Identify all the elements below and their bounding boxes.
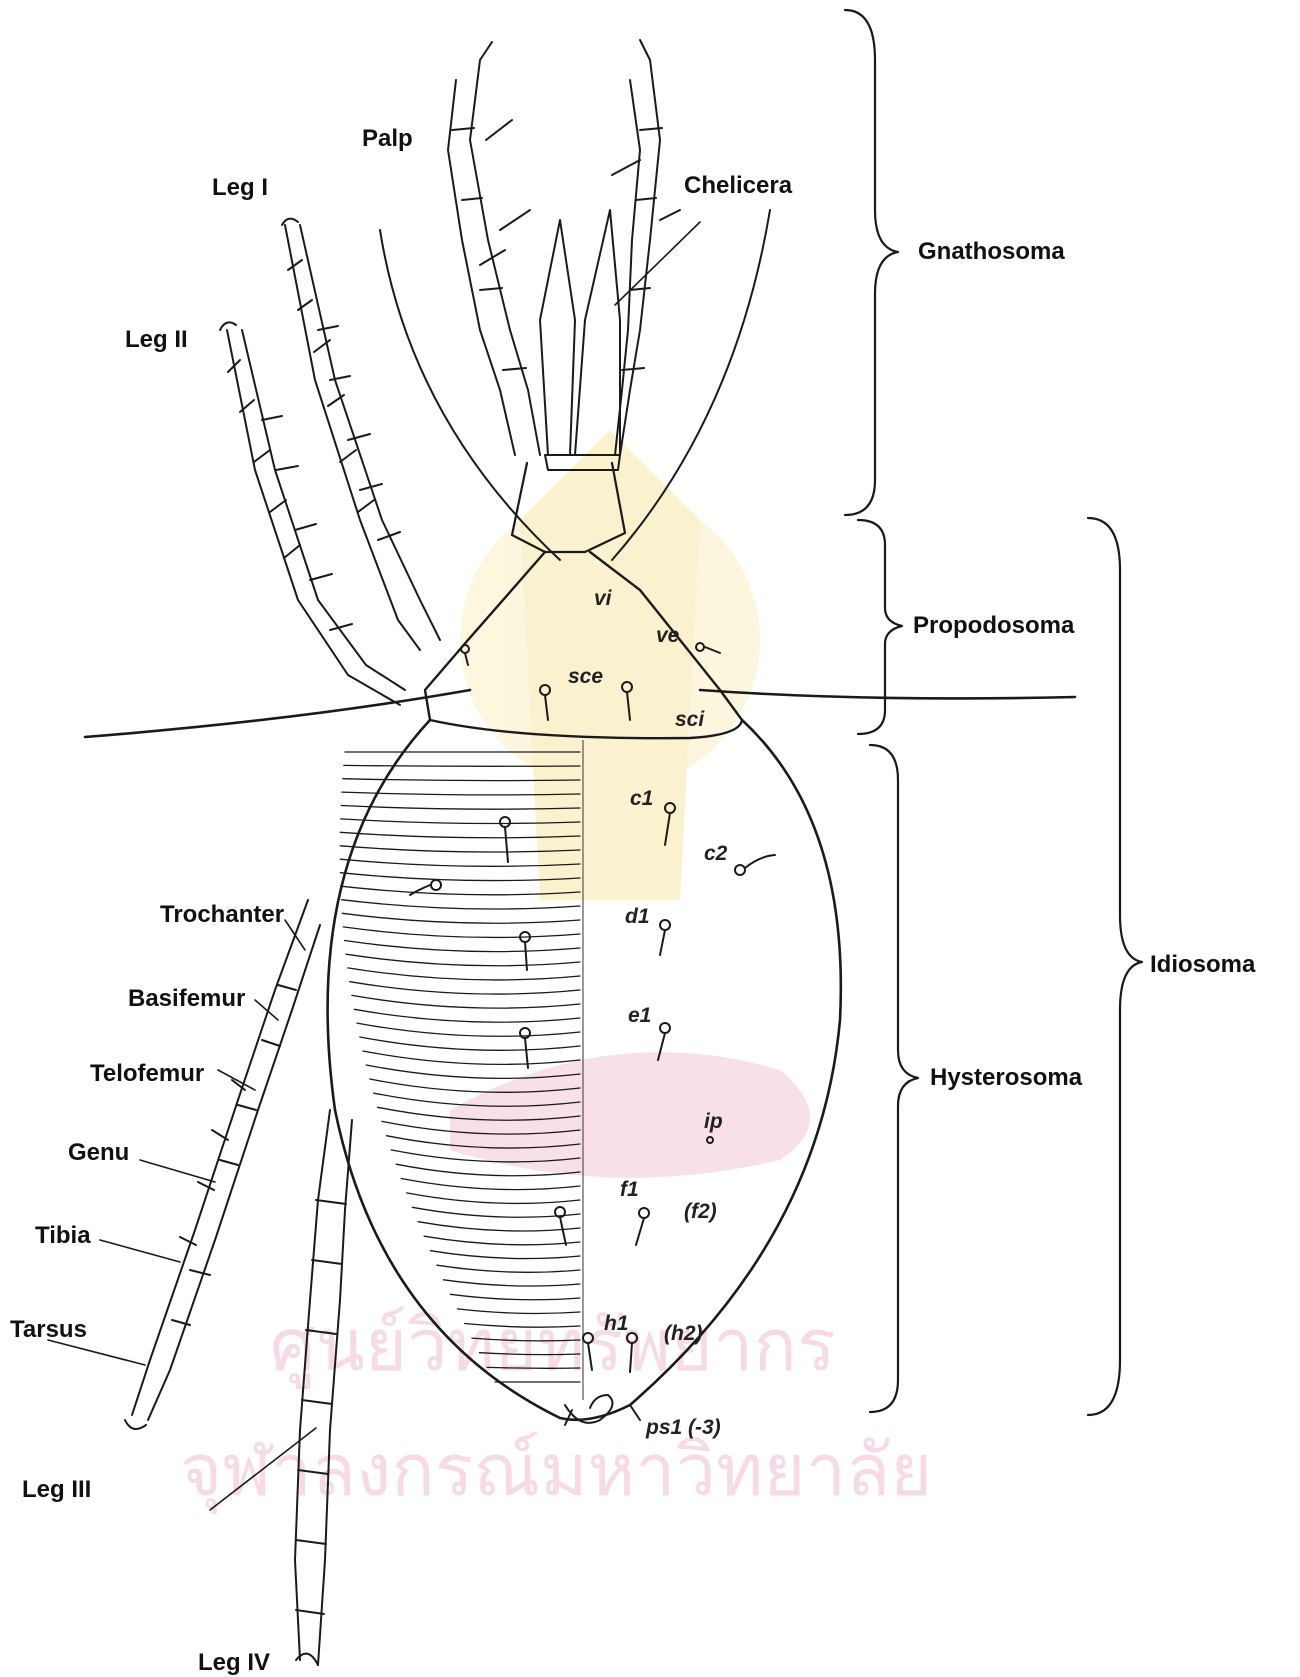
seta-ip: ip [704,1110,723,1133]
gnathosoma-brace [845,10,898,515]
watermark: ศูนย์วิทยทรัพยากร จุฬาลงกรณ์มหาวิทยาลัย [180,430,932,1514]
cuticle-stria [348,968,580,980]
cuticle-stria [444,1280,581,1286]
label-leg-ii: Leg II [125,326,188,353]
seta-sci: sci [675,708,705,731]
label-trochanter: Trochanter [160,901,284,928]
cuticle-stria [430,1251,580,1259]
seta-f2: (f2) [684,1200,717,1223]
hysterosoma-brace [870,745,918,1412]
label-palp: Palp [362,125,413,152]
cuticle-stria [407,1193,580,1204]
cuticle-stria [437,1265,580,1272]
cuticle-stria [424,1236,580,1245]
cuticle-stria [350,982,580,994]
label-gnathosoma: Gnathosoma [918,238,1065,265]
seta-f1: f1 [620,1178,639,1201]
seta-sce: sce [568,665,603,688]
palp-left [448,42,540,455]
leg-i [282,219,440,650]
seta-ve: ve [656,624,680,647]
cuticle-stria [342,913,580,923]
cuticle-stria [360,1037,580,1050]
seta-h1: h1 [604,1312,629,1335]
label-chelicera: Chelicera [684,172,793,199]
cuticle-stria [357,1023,580,1036]
label-leg-i: Leg I [212,174,268,201]
label-leg-iv: Leg IV [198,1649,270,1676]
leg-iv [295,1110,352,1665]
label-propodosoma: Propodosoma [913,612,1075,639]
watermark-line-1: ศูนย์วิทยทรัพยากร [270,1303,836,1389]
label-basifemur: Basifemur [128,985,245,1012]
label-hysterosoma: Hysterosoma [930,1064,1083,1091]
leg-ii [220,322,405,705]
watermark-line-2: จุฬาลงกรณ์มหาวิทยาลัย [180,1428,932,1514]
seta-c1: c1 [630,787,653,810]
cuticle-stria [346,954,580,966]
propodosoma-brace [858,520,902,734]
label-leg-iii: Leg III [22,1476,91,1503]
chelicerae [540,210,620,470]
idiosoma-brace [1088,518,1142,1415]
cuticle-stria [450,1294,580,1299]
cuticle-stria [363,1051,580,1064]
cuticle-stria [418,1222,580,1231]
label-tibia: Tibia [35,1222,91,1249]
seta-c2: c2 [704,842,728,865]
seta-d1: d1 [625,905,650,928]
cuticle-stria [343,927,580,938]
label-telofemur: Telofemur [90,1060,204,1087]
cuticle-stria [354,1009,580,1022]
seta-ps: ps1 (-3) [645,1416,721,1439]
braces [845,10,1142,1415]
seta-e1: e1 [628,1004,651,1027]
label-idiosoma: Idiosoma [1150,951,1256,978]
cuticle-stria [401,1179,580,1190]
cuticle-stria [342,900,581,909]
cuticle-stria [345,941,580,952]
palp-right [612,40,680,455]
label-tarsus: Tarsus [10,1316,87,1343]
cuticle-stria [352,995,580,1008]
seta-h2: (h2) [664,1322,703,1345]
seta-vi: vi [594,587,613,610]
label-genu: Genu [68,1139,129,1166]
